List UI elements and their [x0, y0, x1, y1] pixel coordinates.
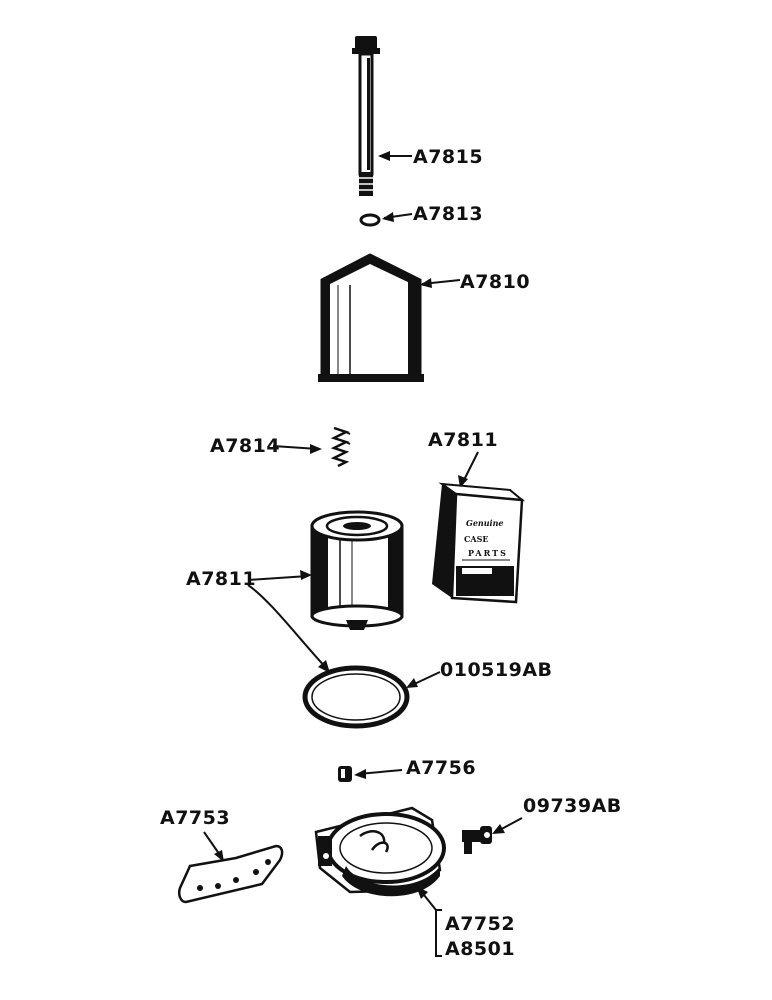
plug-drawing	[338, 766, 352, 782]
plug-arrow	[354, 769, 366, 779]
carton-brand-line3: PARTS	[468, 548, 508, 558]
carton-brand-line1: Genuine	[466, 518, 504, 528]
valve-part-number: 09739AB	[523, 795, 622, 817]
base-arrow	[416, 886, 428, 899]
plug-part-number: A7756	[406, 757, 476, 779]
spring-drawing	[330, 426, 351, 468]
base-drawing	[314, 806, 446, 897]
gasket-to-element-arrow	[318, 660, 330, 673]
element-arrow	[300, 570, 312, 580]
base-part-number-1: A7752	[445, 913, 515, 935]
element-part-number: A7811	[186, 568, 256, 590]
gasket-to-element-leader	[247, 584, 329, 671]
washer-part-number: A7813	[413, 203, 483, 225]
bracket-part-number: A7753	[160, 807, 230, 829]
washer-arrow	[382, 212, 394, 222]
bolt-drawing	[352, 36, 380, 196]
bolt-part-number: A7815	[413, 146, 483, 168]
spring-arrow	[310, 444, 322, 454]
cover-drawing	[318, 253, 424, 382]
gasket-drawing	[302, 665, 410, 729]
spring-part-number: A7814	[210, 435, 280, 457]
element-drawing	[310, 510, 404, 630]
cover-part-number: A7810	[460, 271, 530, 293]
cover-arrow	[420, 278, 432, 288]
carton-part-number: A7811	[428, 429, 498, 451]
gasket-arrow	[406, 678, 418, 688]
bracket-arrow	[214, 850, 224, 862]
base-part-number-2: A8501	[445, 938, 515, 960]
carton-brand-line2: CASE	[464, 534, 488, 544]
element-leader	[247, 575, 309, 581]
valve-arrow	[492, 824, 505, 834]
valve-drawing	[462, 826, 492, 854]
base-bracket	[435, 909, 442, 957]
gasket-part-number: 010519AB	[440, 659, 553, 681]
bolt-arrow	[378, 151, 390, 161]
washer-drawing	[359, 213, 381, 227]
bracket-drawing	[178, 844, 284, 904]
carton-drawing: Genuine CASE PARTS	[432, 482, 526, 604]
